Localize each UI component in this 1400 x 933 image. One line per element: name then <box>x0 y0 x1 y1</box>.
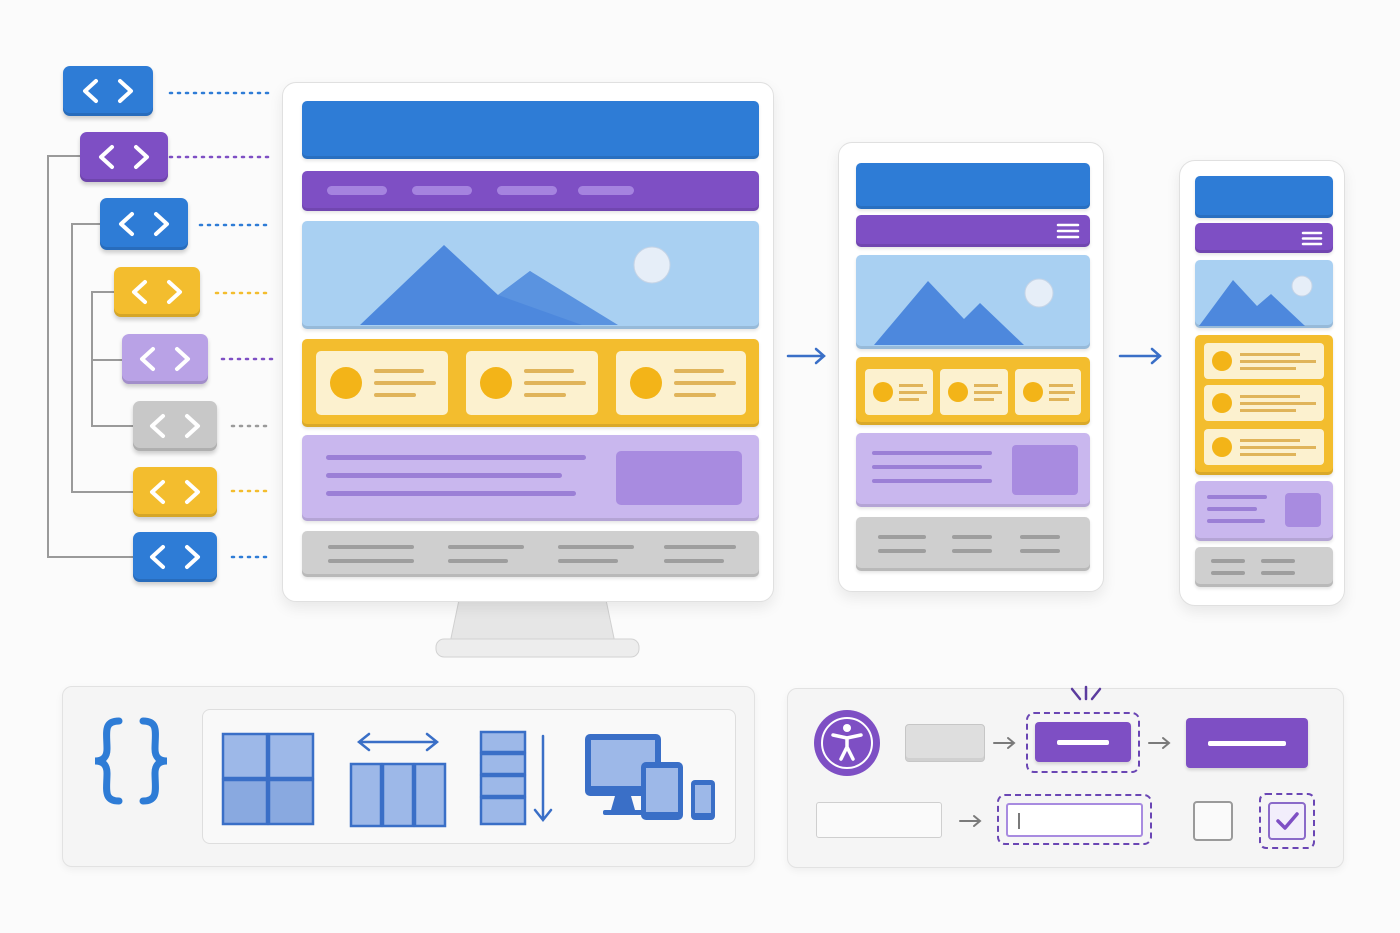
focused-button-state[interactable] <box>1035 722 1131 762</box>
phone-header-bar <box>1195 176 1333 218</box>
code-tag-section <box>114 267 200 317</box>
responsive-devices-icon <box>585 734 715 820</box>
nav-link-pill <box>327 186 387 195</box>
accessibility-panel <box>787 685 1344 868</box>
phone-hero-image <box>1195 260 1333 328</box>
feature-card <box>1015 369 1081 415</box>
desktop-content-section <box>302 435 759 521</box>
feature-card <box>865 369 933 415</box>
code-brackets-icon <box>99 145 149 169</box>
phone-footer-bar <box>1195 547 1333 587</box>
layout-icons-card <box>202 709 736 844</box>
input-focus-ring <box>997 794 1152 845</box>
tablet-nav-bar <box>856 215 1090 247</box>
code-brackets-icon <box>150 545 200 569</box>
nav-link-pill <box>578 186 634 195</box>
tablet-card-row <box>856 357 1090 425</box>
tablet-footer-bar <box>856 517 1090 571</box>
monitor-stand <box>435 595 640 658</box>
code-brackets-icon <box>119 212 169 236</box>
dom-tree-lines <box>47 91 274 559</box>
image-placeholder-icon <box>360 245 671 325</box>
grid-layout-icon <box>221 732 315 826</box>
checked-checkbox[interactable] <box>1268 802 1306 840</box>
feature-card <box>1204 343 1324 379</box>
phone-content-section <box>1195 481 1333 541</box>
default-text-input[interactable] <box>816 802 942 838</box>
focus-ring-burst-icon <box>1070 685 1102 701</box>
feature-card <box>466 351 598 415</box>
desktop-nav-bar <box>302 171 759 211</box>
vertical-stack-icon <box>479 730 553 826</box>
code-tag-article <box>122 334 208 384</box>
default-button-state[interactable] <box>905 724 985 762</box>
card-avatar-dot <box>330 367 362 399</box>
code-tag-footer <box>133 532 217 582</box>
css-layout-panel <box>62 686 755 867</box>
desktop-hero-image <box>302 221 759 329</box>
desktop-footer-bar <box>302 531 759 577</box>
curly-braces-icon <box>94 717 168 805</box>
checkbox-focus-ring <box>1259 793 1315 849</box>
nav-link-pill <box>497 186 557 195</box>
focus-ring-outline <box>1026 712 1140 773</box>
arrow-right-icon <box>1148 737 1171 749</box>
tablet-layout-frame <box>838 142 1104 592</box>
code-tag-aside <box>133 401 217 451</box>
tablet-header-bar <box>856 163 1090 209</box>
feature-card <box>616 351 746 415</box>
card-avatar-dot <box>480 367 512 399</box>
flex-row-icon <box>349 732 447 828</box>
code-brackets-icon <box>140 347 190 371</box>
content-media-box <box>616 451 742 505</box>
arrow-right-icon <box>1118 347 1162 365</box>
code-tag-nav <box>133 467 217 517</box>
active-button-state[interactable] <box>1186 718 1308 768</box>
feature-card <box>1204 385 1324 421</box>
arrow-right-icon <box>993 737 1016 749</box>
image-placeholder-icon <box>874 278 1054 345</box>
code-tag-html <box>63 66 153 116</box>
hamburger-menu-icon[interactable] <box>1056 222 1080 240</box>
feature-card <box>1204 429 1324 465</box>
tablet-content-section <box>856 433 1090 507</box>
desktop-header-bar <box>302 101 759 159</box>
hamburger-menu-icon[interactable] <box>1301 230 1323 247</box>
desktop-card-row <box>302 339 759 427</box>
code-brackets-icon <box>132 280 182 304</box>
content-media-box <box>1285 493 1321 527</box>
code-brackets-icon <box>150 480 200 504</box>
code-brackets-icon <box>83 79 133 103</box>
content-media-box <box>1012 445 1078 495</box>
desktop-layout-frame <box>282 82 774 602</box>
code-tag-header <box>80 132 168 182</box>
nav-link-pill <box>412 186 472 195</box>
phone-layout-frame <box>1179 160 1345 606</box>
arrow-right-icon <box>959 815 982 827</box>
focused-text-input[interactable] <box>1006 803 1143 837</box>
feature-card <box>940 369 1008 415</box>
checkmark-icon <box>1276 812 1299 830</box>
tablet-hero-image <box>856 255 1090 349</box>
arrow-right-icon <box>786 347 826 365</box>
phone-nav-bar <box>1195 223 1333 253</box>
card-avatar-dot <box>630 367 662 399</box>
image-placeholder-icon <box>1199 275 1313 326</box>
phone-card-stack <box>1195 335 1333 475</box>
text-cursor <box>1018 813 1020 829</box>
accessibility-icon <box>814 710 880 776</box>
code-tag-main <box>100 198 188 250</box>
code-brackets-icon <box>150 414 200 438</box>
unchecked-checkbox[interactable] <box>1193 801 1233 841</box>
feature-card <box>316 351 448 415</box>
